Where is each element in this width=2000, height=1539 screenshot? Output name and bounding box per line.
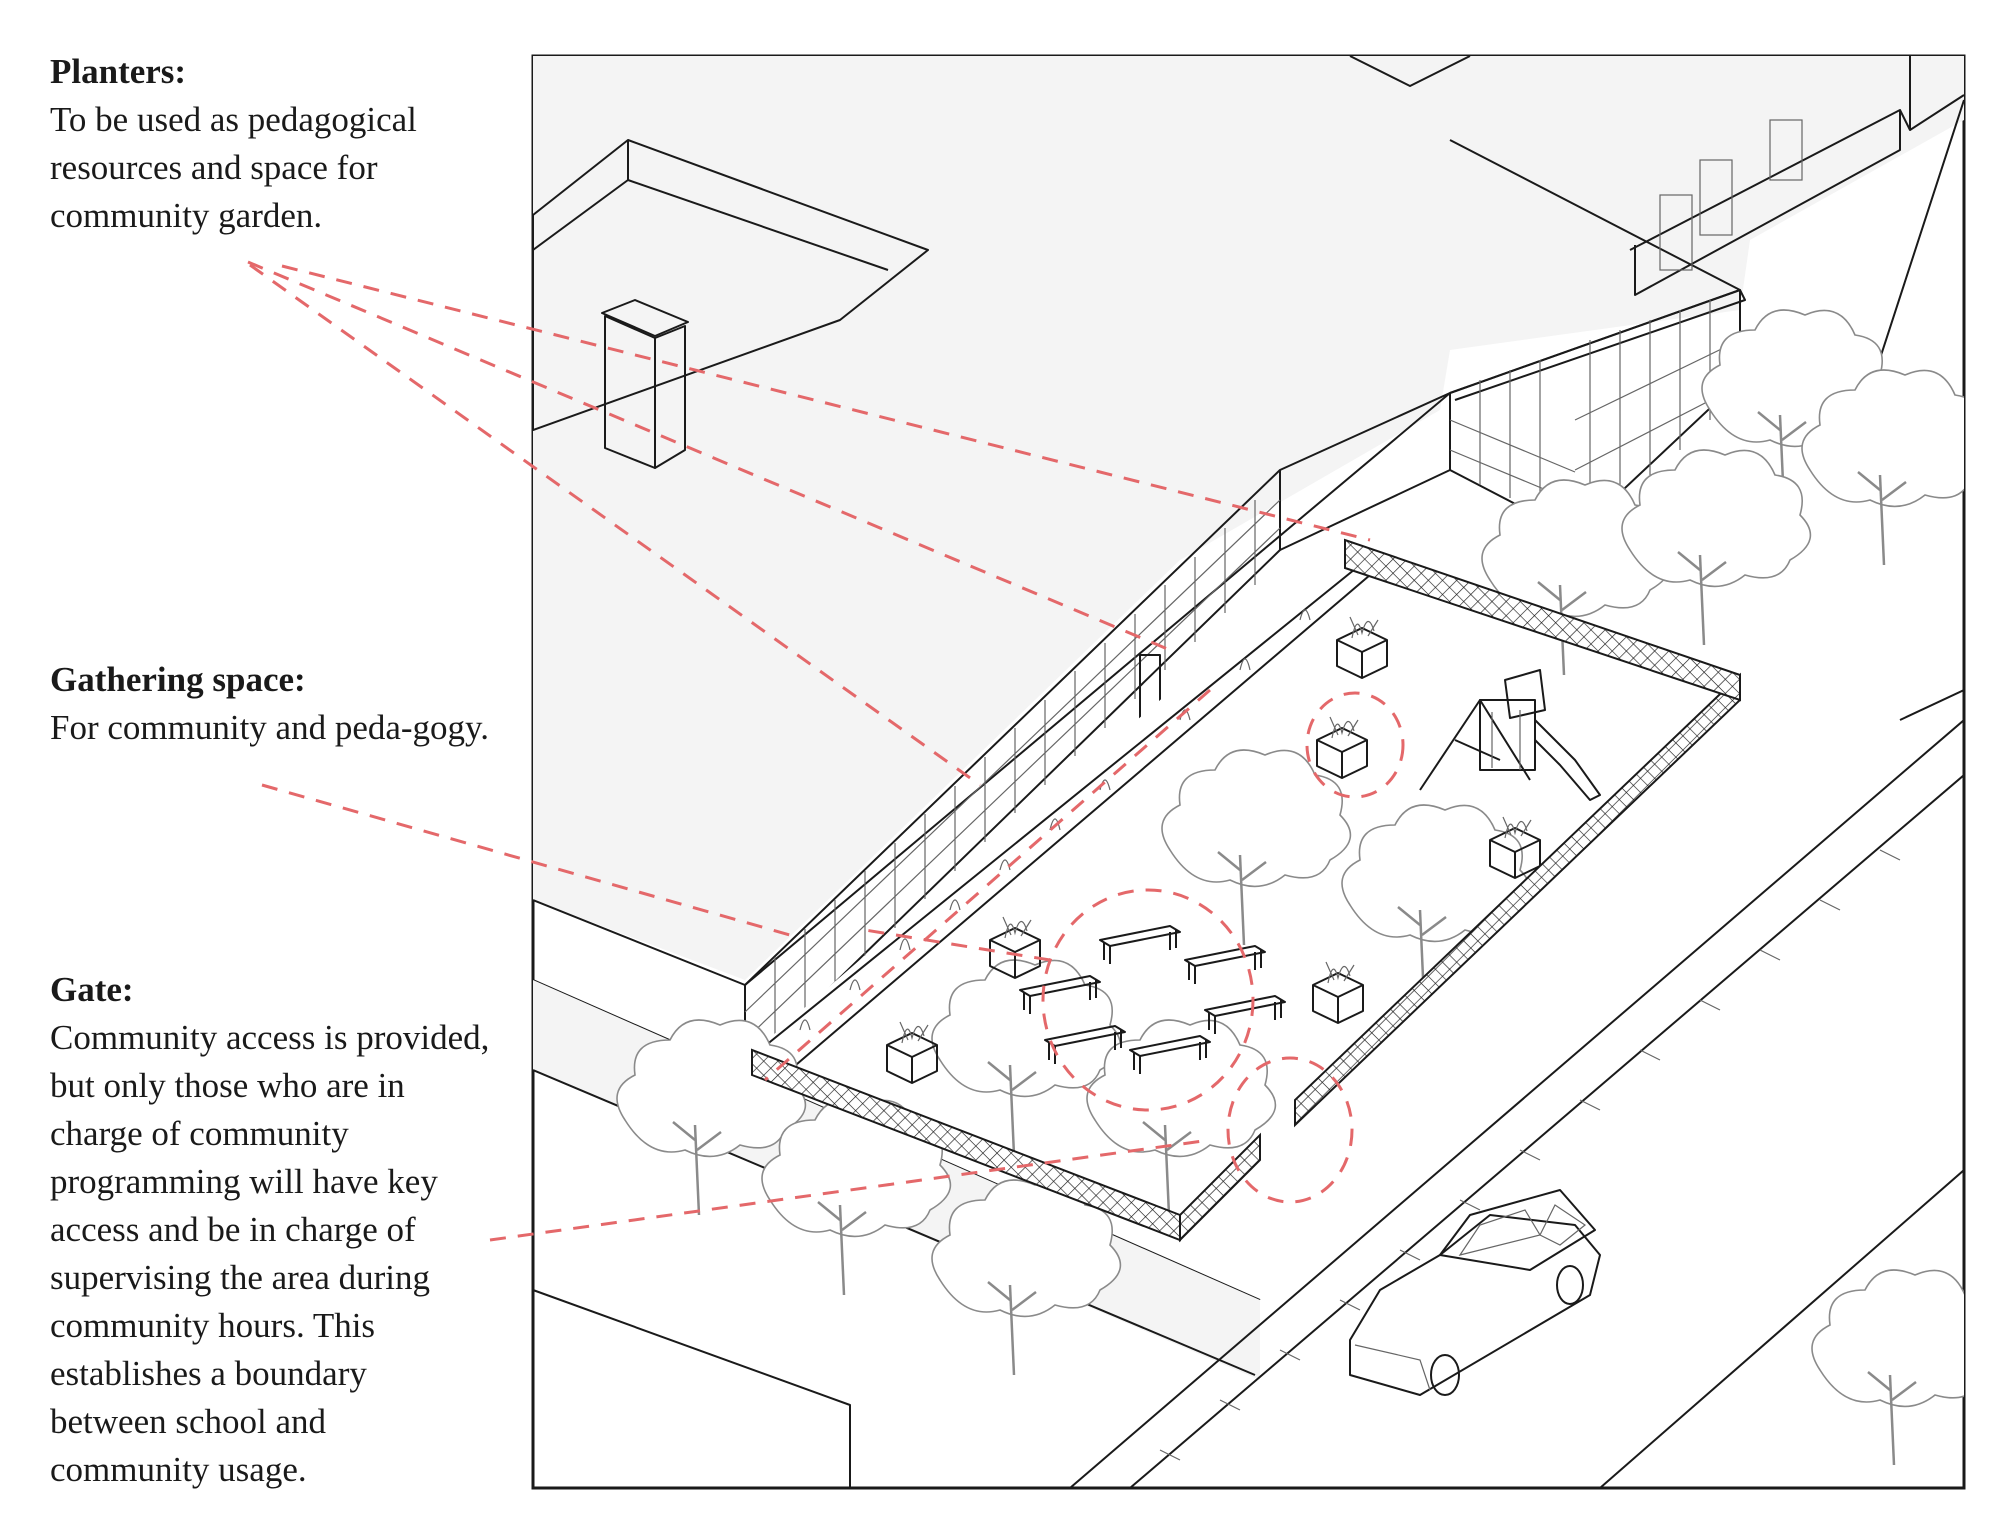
- annotation-body: For community and peda-gogy.: [50, 708, 490, 747]
- playset-icon: [1419, 669, 1601, 801]
- annotation-gathering-space: Gathering space: For community and peda-…: [50, 656, 490, 752]
- leader-lines: [247, 260, 1371, 1242]
- lower-building: [533, 1289, 851, 1488]
- callout-markers: [1041, 691, 1405, 1204]
- car-icon: [1349, 1189, 1601, 1396]
- annotation-title: Gathering space:: [50, 660, 306, 699]
- chimney: [601, 299, 689, 469]
- annotation-body: Community access is provided, but only t…: [50, 1018, 490, 1489]
- annotation-gate: Gate: Community access is provided, but …: [50, 966, 490, 1494]
- annotation-body: To be used as pedagogical resources and …: [50, 100, 417, 235]
- school-roof: [533, 56, 1964, 980]
- annotation-planters: Planters: To be used as pedagogical reso…: [50, 48, 490, 240]
- fence: [751, 538, 1741, 1243]
- annotation-title: Gate:: [50, 970, 134, 1009]
- annotation-title: Planters:: [50, 52, 187, 91]
- roof-lightwell: [533, 139, 929, 431]
